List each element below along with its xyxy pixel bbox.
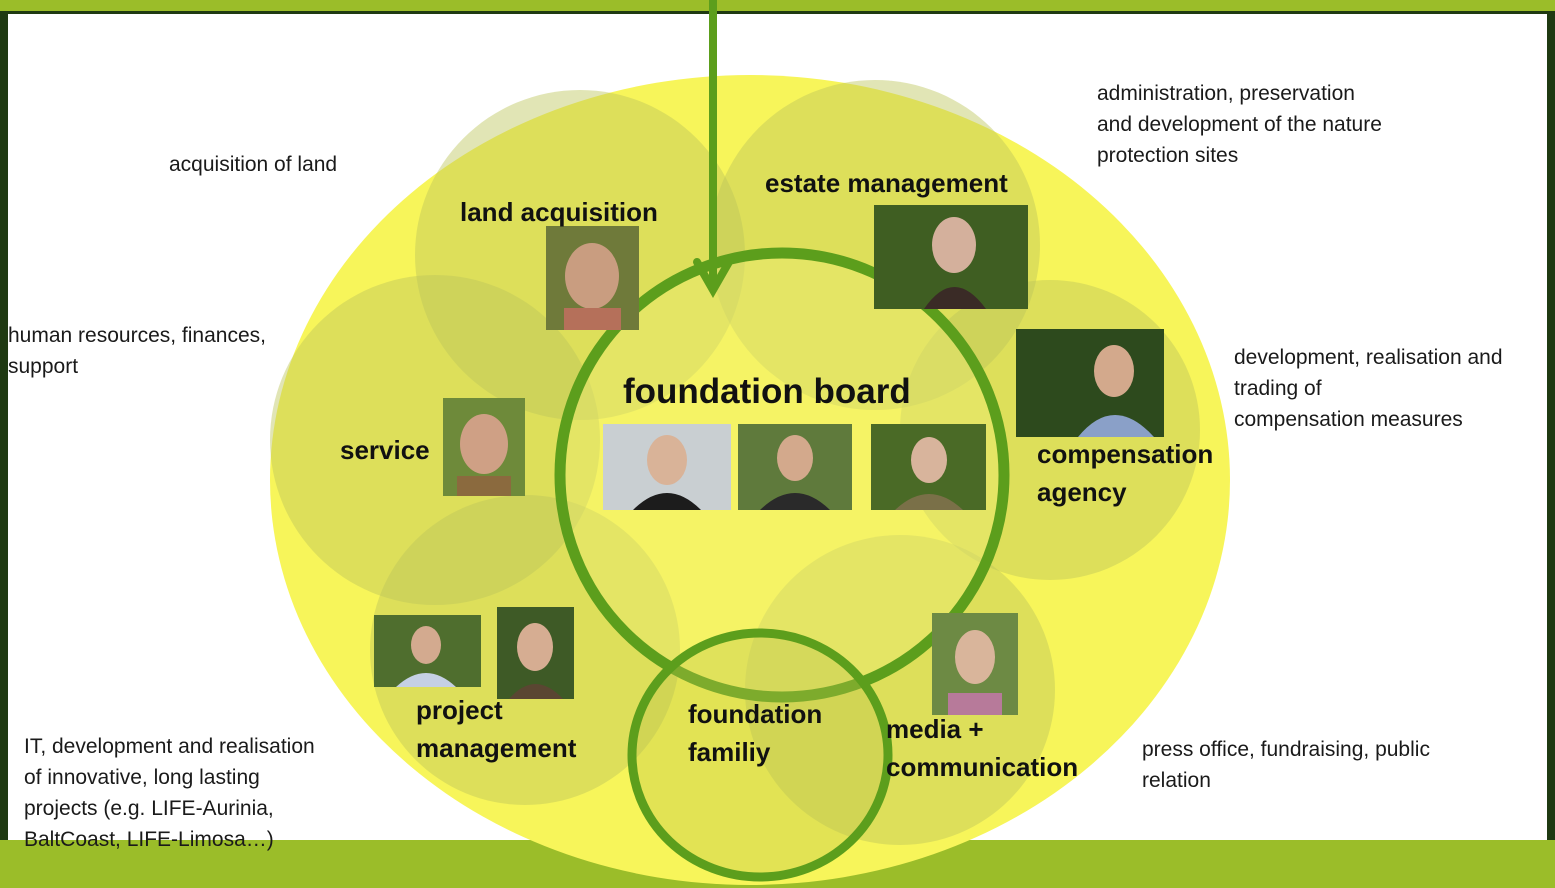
service-label: service [340, 435, 430, 465]
foundation-family-label: foundation familiy [688, 699, 823, 767]
project-management-label: project management [416, 695, 577, 763]
media-communication-label: media + communication [886, 714, 1079, 782]
compensation-agency-label: compensation agency [1037, 439, 1214, 507]
estate-management-label: estate management [765, 168, 1008, 198]
media-communication-description: press office, fundraising, public relati… [1142, 738, 1430, 792]
board-member-3-photo [871, 424, 986, 510]
foundation-board-title: foundation board [623, 372, 911, 411]
project-management-description: IT, development and realisation of innov… [24, 735, 315, 851]
compensation-agency-description: development, realisation and trading of … [1234, 346, 1503, 431]
board-member-2-photo [738, 424, 852, 510]
petal-media-communication [745, 535, 1055, 845]
project-management-photo-1 [374, 615, 481, 687]
land-acquisition-photo [546, 226, 639, 330]
estate-management-photo [874, 205, 1028, 309]
land-acquisition-label: land acquisition [460, 197, 658, 227]
service-description: human resources, finances, support [8, 324, 266, 378]
project-management-photo-2 [497, 607, 574, 699]
board-member-1-photo [603, 424, 731, 510]
top-band [0, 0, 1555, 14]
land-acquisition-description: acquisition of land [169, 153, 338, 176]
service-photo [443, 398, 525, 496]
arrow-icon [693, 0, 733, 299]
estate-management-description: administration, preservation and develop… [1097, 82, 1382, 167]
media-communication-photo [932, 613, 1018, 715]
compensation-agency-photo [1016, 329, 1164, 437]
petal-service [270, 275, 600, 605]
foundation-family-ring [627, 628, 893, 882]
